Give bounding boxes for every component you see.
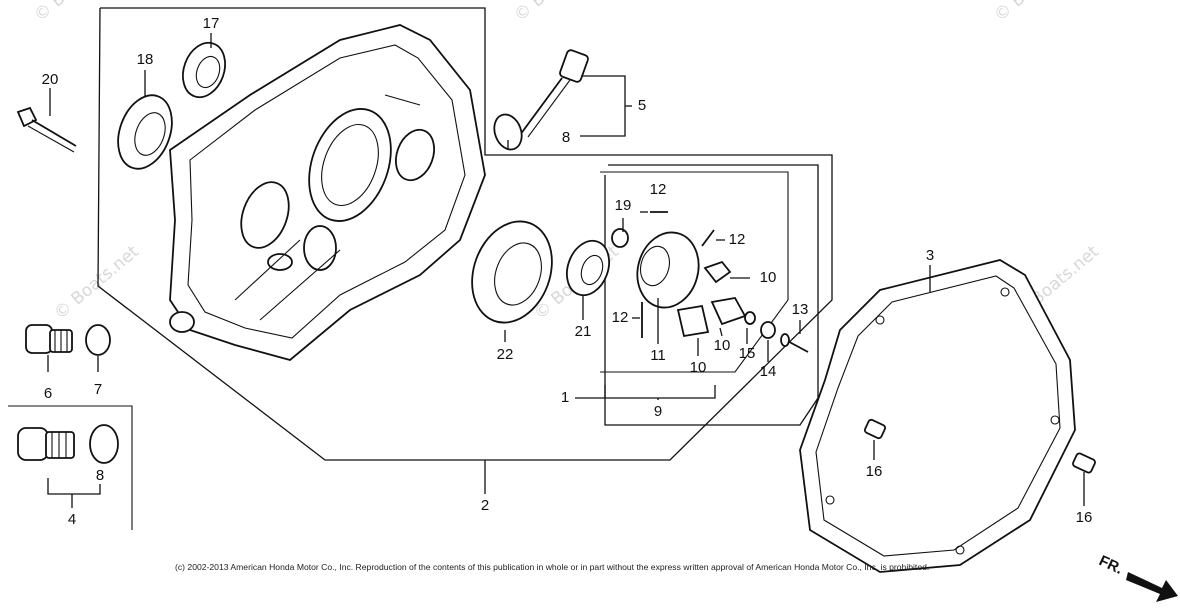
callout-10-mid: 10 <box>714 337 731 354</box>
case-cover <box>169 24 486 361</box>
callout-4: 4 <box>68 511 76 528</box>
drain-bolt-4 <box>17 427 75 461</box>
weight-10-c <box>676 304 710 338</box>
watermark: © Boats.net <box>510 0 603 26</box>
callout-16-b: 16 <box>1076 509 1093 526</box>
washer-7 <box>85 324 111 356</box>
callout-2: 2 <box>481 497 489 514</box>
weight-10-b <box>710 297 747 326</box>
arrow-icon <box>1126 572 1178 602</box>
callout-8-bottom: 8 <box>96 467 104 484</box>
bearing-21 <box>566 239 610 297</box>
washer-14 <box>760 321 776 339</box>
bearing-18 <box>117 94 173 170</box>
washer-19 <box>611 228 629 248</box>
oil-filler-cap-5 <box>519 49 589 138</box>
shaft-13 <box>780 333 809 353</box>
gasket-3 <box>799 259 1076 573</box>
callout-10-top: 10 <box>760 269 777 286</box>
callout-12-mid: 12 <box>729 231 746 248</box>
callout-18: 18 <box>137 51 154 68</box>
callout-21: 21 <box>575 323 592 340</box>
callout-15: 15 <box>739 345 756 362</box>
bearing-17 <box>182 41 226 99</box>
copyright-notice: (c) 2002-2013 American Honda Motor Co., … <box>175 562 929 572</box>
dowel-pin-16-a <box>863 418 887 440</box>
assembly-boundary-1 <box>604 164 819 426</box>
bolt-20 <box>16 106 77 153</box>
inset-border-4 <box>8 405 133 530</box>
assembly-boundary-9 <box>600 171 789 373</box>
callout-20: 20 <box>42 71 59 88</box>
callout-labels: 20 18 17 5 8 6 7 8 4 2 22 21 19 12 12 12… <box>42 15 1093 528</box>
callout-16-a: 16 <box>866 463 883 480</box>
weight-10-a <box>703 260 732 284</box>
watermark: © Boats.net <box>990 0 1083 26</box>
drain-bolt-6 <box>25 324 73 354</box>
callout-17: 17 <box>203 15 220 32</box>
assembly-boundary-2 <box>97 7 833 461</box>
watermark: © Boats.net <box>50 242 143 324</box>
callout-11: 11 <box>650 347 666 364</box>
front-direction-arrow: FR. <box>1096 552 1178 602</box>
leader-lines <box>47 33 1085 508</box>
callout-12-left: 12 <box>612 309 629 326</box>
callout-12-top: 12 <box>650 181 667 198</box>
callout-7: 7 <box>94 381 102 398</box>
callout-3: 3 <box>926 247 934 264</box>
o-ring-8-bottom <box>89 424 119 464</box>
callout-19: 19 <box>615 197 632 214</box>
callout-14: 14 <box>760 363 777 380</box>
callout-6: 6 <box>44 385 52 402</box>
dowel-pin-16-b <box>1072 452 1096 474</box>
callout-22: 22 <box>497 346 514 363</box>
callout-13: 13 <box>792 301 809 318</box>
callout-9: 9 <box>654 403 662 420</box>
pin-12-b <box>701 229 715 247</box>
bearing-22 <box>471 220 553 324</box>
watermark: © Boats.net <box>30 0 123 26</box>
callout-10-bottom: 10 <box>690 359 707 376</box>
callout-5: 5 <box>638 97 646 114</box>
callout-8-top: 8 <box>562 129 570 146</box>
governor-gear-11 <box>636 231 700 309</box>
fr-label: FR. <box>1096 552 1125 578</box>
o-ring-8-top <box>493 113 523 151</box>
callout-1: 1 <box>561 389 569 406</box>
clip-15 <box>744 311 756 325</box>
